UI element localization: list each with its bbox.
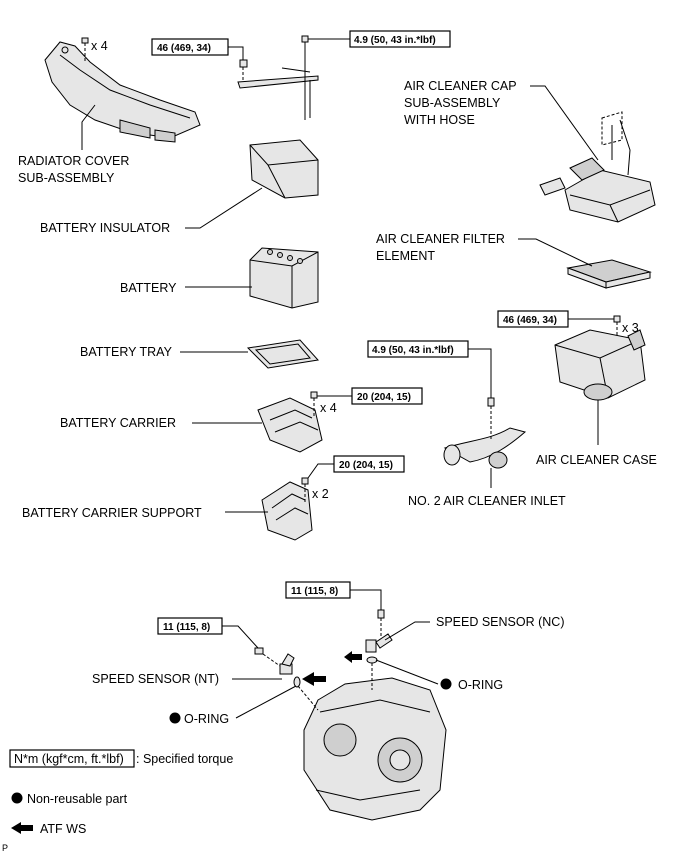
air-cleaner-filter-label-1: AIR CLEANER FILTER bbox=[376, 232, 505, 246]
radiator-cover-illustration bbox=[44, 41, 201, 143]
atf-arrow-nt-icon bbox=[302, 672, 326, 686]
battery-carrier-support-label: BATTERY CARRIER SUPPORT bbox=[22, 506, 202, 520]
torque-inlet: 4.9 (50, 43 in.*lbf) bbox=[372, 345, 454, 356]
torque-speed-nc: 11 (115, 8) bbox=[291, 586, 338, 597]
o-ring-nc-dot-icon bbox=[440, 678, 452, 690]
battery-label: BATTERY bbox=[120, 281, 177, 295]
air-cleaner-cap-label-2: SUB-ASSEMBLY bbox=[404, 96, 501, 110]
battery-insulator-label: BATTERY INSULATOR bbox=[40, 221, 170, 235]
battery-carrier-support-qty: x 2 bbox=[312, 487, 329, 501]
speed-sensor-nt-bolt-icon bbox=[254, 647, 281, 667]
legend-non-reusable-dot-icon bbox=[11, 792, 23, 804]
air-cleaner-case-bolt-icon bbox=[613, 315, 621, 335]
legend-non-reusable: Non-reusable part bbox=[27, 792, 128, 806]
battery-carrier-support-illustration bbox=[261, 481, 313, 541]
air-cleaner-case-qty: x 3 bbox=[622, 321, 639, 335]
battery-carrier-label: BATTERY CARRIER bbox=[60, 416, 176, 430]
speed-sensor-nt-illustration bbox=[279, 653, 319, 711]
battery-tray-illustration bbox=[246, 339, 319, 369]
torque-carrier-support: 20 (204, 15) bbox=[339, 460, 393, 471]
legend-atf: ATF WS bbox=[40, 822, 86, 836]
air-cleaner-cap-illustration bbox=[539, 111, 656, 223]
battery-clamp-illustration bbox=[237, 35, 319, 120]
speed-sensor-nt-label: SPEED SENSOR (NT) bbox=[92, 672, 219, 686]
speed-sensor-nc-illustration bbox=[365, 633, 393, 690]
battery-carrier-illustration bbox=[257, 397, 323, 453]
torque-clamp-nut: 4.9 (50, 43 in.*lbf) bbox=[354, 35, 436, 46]
battery-carrier-support-bolt-icon bbox=[301, 477, 309, 504]
radiator-cover-qty: x 4 bbox=[91, 39, 108, 53]
battery-illustration bbox=[249, 247, 319, 309]
no2-air-cleaner-inlet-illustration bbox=[443, 427, 527, 469]
torque-clamp-bolt: 46 (469, 34) bbox=[157, 43, 211, 54]
torque-speed-nt: 11 (115, 8) bbox=[163, 622, 210, 633]
radiator-cover-label-2: SUB-ASSEMBLY bbox=[18, 171, 115, 185]
air-cleaner-filter-label-2: ELEMENT bbox=[376, 249, 435, 263]
air-cleaner-cap-label-1: AIR CLEANER CAP bbox=[404, 79, 517, 93]
radiator-cover-label-1: RADIATOR COVER bbox=[18, 154, 129, 168]
torque-air-case: 46 (469, 34) bbox=[503, 315, 557, 326]
torque-carrier: 20 (204, 15) bbox=[357, 392, 411, 403]
air-cleaner-case-illustration bbox=[554, 329, 646, 401]
battery-carrier-qty: x 4 bbox=[320, 401, 337, 415]
legend-torque-box bbox=[9, 749, 135, 768]
legend-torque-units: N*m (kgf*cm, ft.*lbf) bbox=[14, 752, 124, 766]
radiator-cover-bolt-icon bbox=[81, 37, 89, 62]
corner-mark: P bbox=[2, 843, 8, 853]
atf-arrow-nc-icon bbox=[344, 651, 362, 663]
air-cleaner-filter-illustration bbox=[566, 259, 652, 289]
battery-carrier-bolt-icon bbox=[310, 391, 318, 418]
o-ring-right-label: O-RING bbox=[458, 678, 503, 692]
speed-sensor-nc-label: SPEED SENSOR (NC) bbox=[436, 615, 565, 629]
battery-tray-label: BATTERY TRAY bbox=[80, 345, 173, 359]
transaxle-illustration bbox=[303, 677, 447, 821]
o-ring-left-label: O-RING bbox=[184, 712, 229, 726]
speed-sensor-nc-bolt-icon bbox=[377, 609, 385, 638]
legend-torque-desc: : Specified torque bbox=[136, 752, 233, 766]
inlet-bolt-icon bbox=[487, 397, 495, 440]
air-cleaner-cap-label-3: WITH HOSE bbox=[404, 113, 475, 127]
air-cleaner-case-label: AIR CLEANER CASE bbox=[536, 453, 657, 467]
no2-inlet-label: NO. 2 AIR CLEANER INLET bbox=[408, 494, 566, 508]
o-ring-nt-dot-icon bbox=[169, 712, 181, 724]
legend-atf-arrow-icon bbox=[11, 822, 33, 834]
battery-insulator-illustration bbox=[249, 139, 319, 199]
